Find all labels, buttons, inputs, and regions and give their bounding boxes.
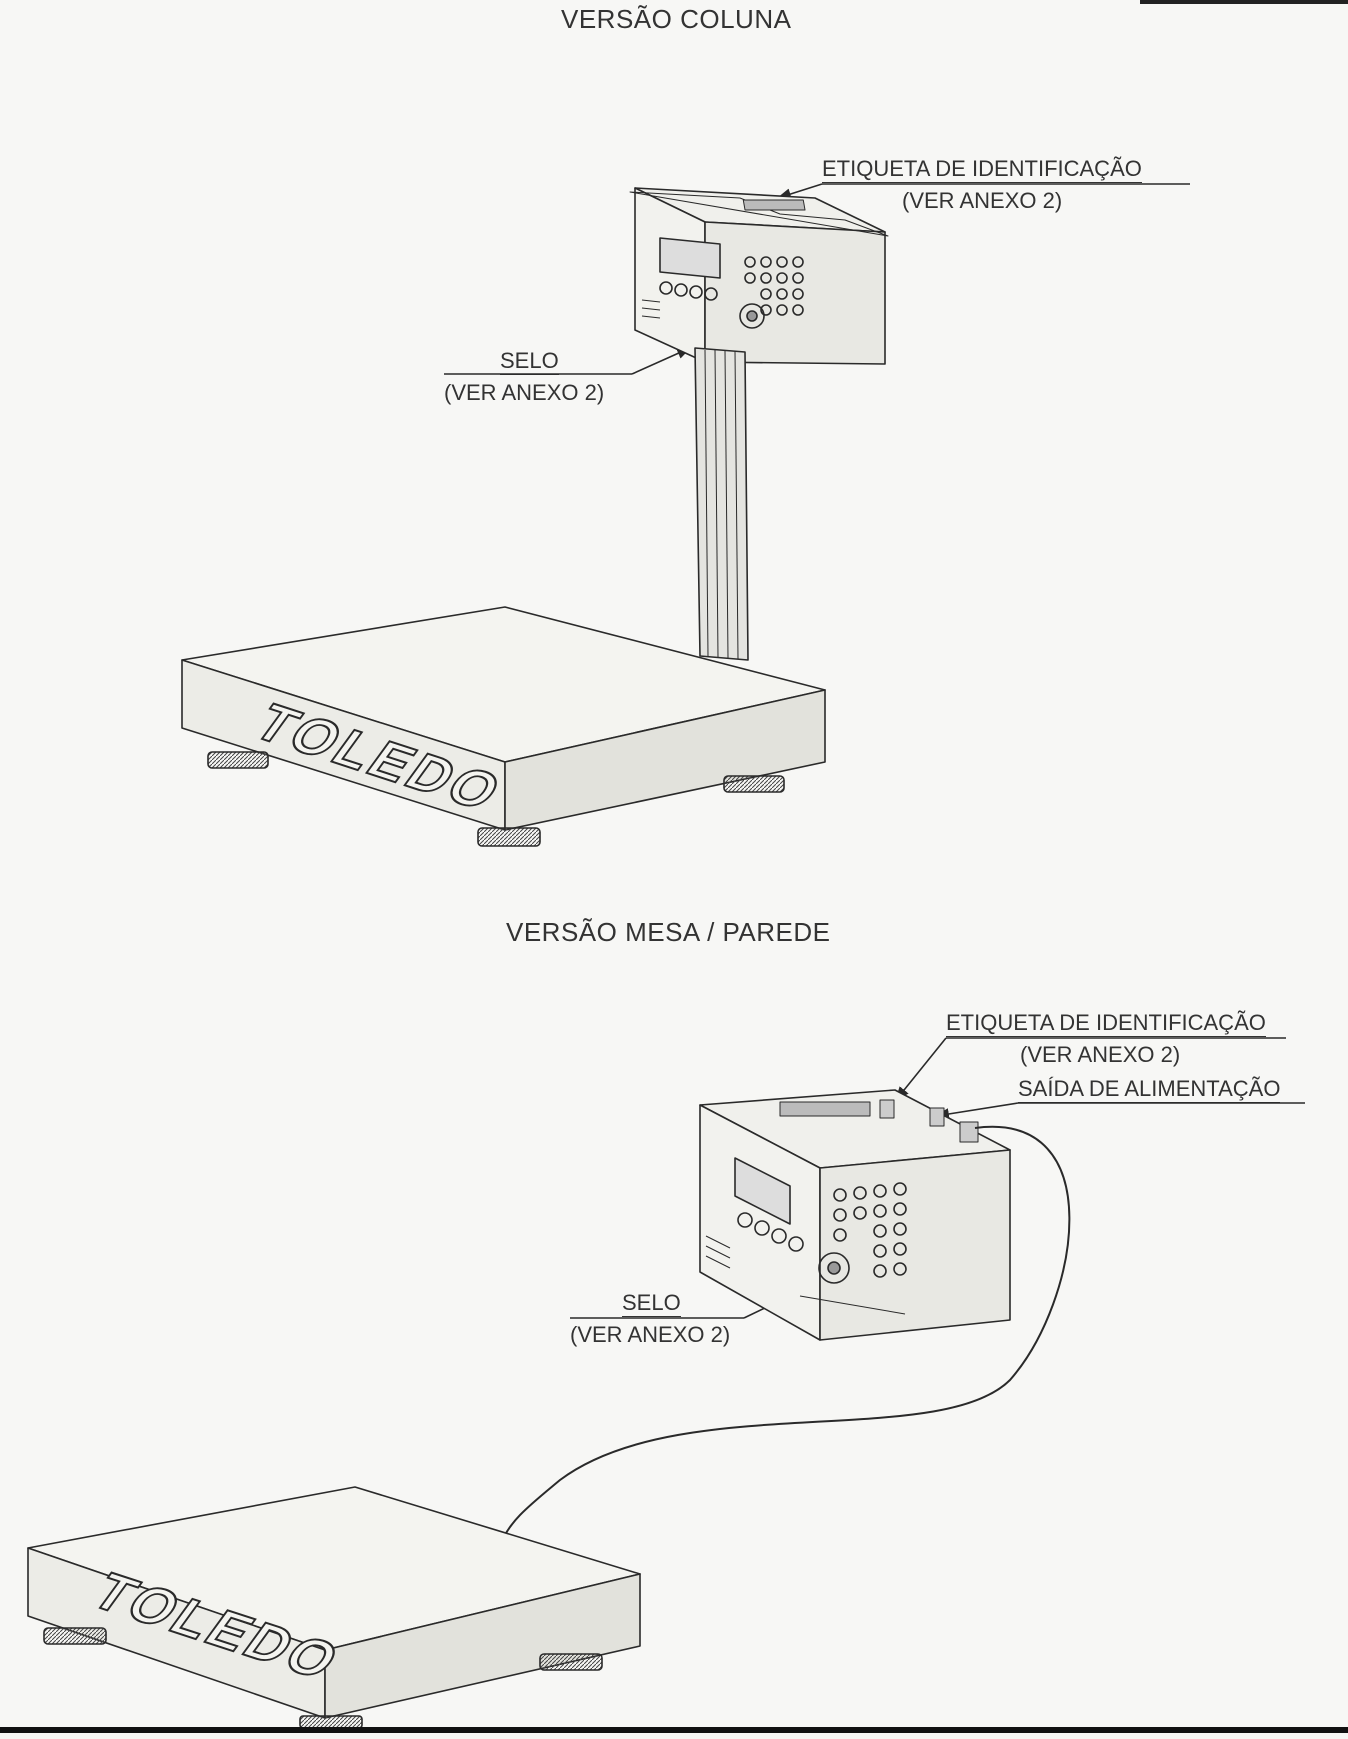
label-seal-annex-table: (VER ANEXO 2) [570, 1322, 731, 1347]
title-column-version: VERSÃO COLUNA [561, 4, 792, 34]
label-id-tag-annex-table: (VER ANEXO 2) [1020, 1042, 1181, 1067]
label-id-tag-column: ETIQUETA DE IDENTIFICAÇÃO [822, 156, 1142, 183]
leader-id-table [895, 1037, 1286, 1102]
bottom-edge-rule [0, 1727, 1348, 1733]
label-seal-table: SELO [622, 1290, 681, 1317]
nav-dial-table [818, 1252, 850, 1284]
keypad-table [833, 1182, 907, 1278]
indicator-column [629, 187, 889, 365]
indicator-table [699, 1089, 1011, 1341]
table-wall-scale [27, 1037, 1305, 1729]
leader-power [934, 1102, 1305, 1120]
label-id-tag-table: ETIQUETA DE IDENTIFICAÇÃO [946, 1010, 1266, 1037]
column-post [694, 347, 749, 661]
label-id-tag-annex-column: (VER ANEXO 2) [902, 188, 1063, 213]
connector-id [879, 1099, 895, 1119]
nav-dial-column [739, 303, 765, 329]
soft-keys-column [659, 281, 718, 301]
title-table-wall-version: VERSÃO MESA / PAREDE [506, 917, 831, 947]
keypad-column [744, 256, 804, 316]
label-seal-annex-column: (VER ANEXO 2) [444, 380, 605, 405]
platform-table [27, 1486, 641, 1729]
platform-column [181, 606, 826, 847]
top-edge-rule [1140, 0, 1348, 4]
connector-cable [959, 1121, 979, 1143]
leader-id-column [776, 183, 1190, 200]
soft-keys-table [737, 1212, 804, 1252]
load-cell-cable [499, 1125, 1071, 1546]
connector-power [929, 1107, 945, 1127]
leader-seal-column [444, 347, 692, 375]
column-scale [181, 183, 1190, 847]
